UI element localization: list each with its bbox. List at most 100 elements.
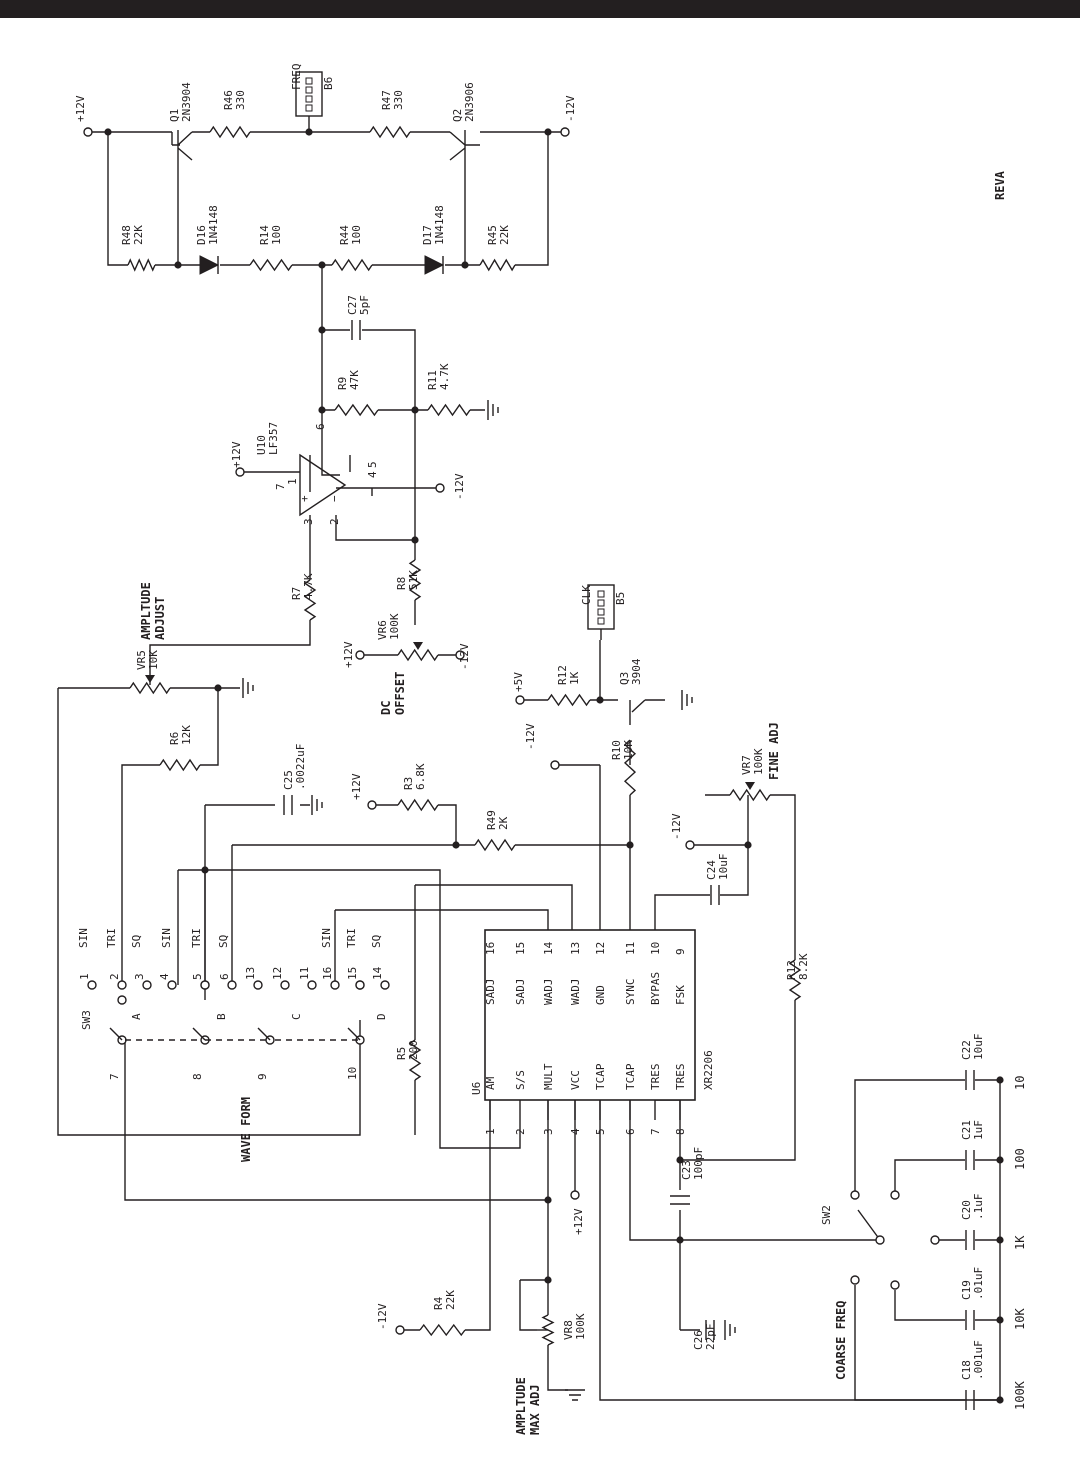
- amplitude-adjust-label: AMPLTUDE: [139, 582, 153, 640]
- switch-contact-9: [930, 1235, 940, 1245]
- junction-dot: [104, 128, 112, 136]
- u6-pin-number: 5: [594, 1128, 607, 1135]
- ref-vr7: VR7: [740, 755, 753, 775]
- val-c20: .1uF: [972, 1194, 985, 1221]
- ref-r47: R47: [380, 90, 393, 110]
- u6-pin-number: 12: [594, 942, 607, 955]
- u6-pin-number: 16: [484, 942, 497, 955]
- sw3-pos-11-contact: [307, 980, 317, 990]
- sw3-pos-16-contact: [330, 980, 340, 990]
- terminal-p12-vr6: [355, 650, 365, 660]
- b5-ref: B5: [614, 592, 627, 605]
- sw3-section-label: A: [130, 1013, 143, 1020]
- capacitor-c19: [965, 1310, 975, 1330]
- ref-c23: C23: [680, 1160, 693, 1180]
- ref-r6: R6: [168, 732, 181, 745]
- resistor-r4: [419, 1323, 466, 1337]
- opamp-pin-number: 2: [328, 518, 341, 525]
- u6-pin-number: 11: [624, 942, 637, 955]
- ref-c26: C26: [692, 1330, 705, 1350]
- ref-r48: R48: [120, 225, 133, 245]
- rail-label-p12: +12V: [572, 1208, 585, 1235]
- coarse-freq-label: COARSE FREQ: [834, 1301, 848, 1380]
- junction-dot: [461, 261, 469, 269]
- resistor-r13: [788, 959, 802, 1001]
- junction-dot: [452, 841, 460, 849]
- val-r3: 6.8K: [414, 763, 427, 790]
- sw3-arm-3: [347, 1027, 361, 1041]
- resistor-r49: [474, 838, 516, 852]
- terminal-m12-r4: [395, 1325, 405, 1335]
- rail-label-m12: -12V: [458, 643, 471, 670]
- sw3-pin-number: 1: [78, 973, 91, 980]
- resistor-r11: [427, 403, 471, 417]
- resistor-r10: [623, 739, 637, 796]
- sw3-wave-label: SQ: [217, 935, 230, 948]
- val-d16: 1N4148: [207, 205, 220, 245]
- b6-ref: B6: [322, 77, 335, 90]
- val-r5: 200: [407, 1040, 420, 1060]
- u6-pin-10-label: BYPAS: [649, 972, 662, 1005]
- u6-pin-1-label: AM: [484, 1076, 497, 1090]
- capacitor-c20: [965, 1230, 975, 1250]
- val-r11: 4.7K: [438, 363, 451, 390]
- junction-dot: [626, 841, 634, 849]
- sw3-pin-number: 16: [321, 967, 334, 980]
- ground-q3: [681, 690, 693, 710]
- sw3-pin-number: 11: [298, 967, 311, 980]
- val-c21: 1uF: [972, 1120, 985, 1140]
- junction-dot: [201, 866, 209, 874]
- resistor-r6: [159, 758, 201, 772]
- u6-pin-number: 8: [674, 1128, 687, 1135]
- range-label: 100K: [1013, 1380, 1027, 1410]
- switch-contact-7: [850, 1190, 860, 1200]
- val-r44: 100: [350, 225, 363, 245]
- ref-c25: C25: [282, 770, 295, 790]
- ref-r9: R9: [336, 377, 349, 390]
- sw3-pos-12-contact: [280, 980, 290, 990]
- junction-dot: [544, 128, 552, 136]
- b6-label: FREQ: [290, 64, 303, 91]
- dc-offset-label: DC: [379, 701, 393, 715]
- capacitor-c23: [670, 1195, 690, 1205]
- u6-pin-2-label: S/S: [514, 1070, 527, 1090]
- rail-label-p12: +12V: [342, 641, 355, 668]
- sw3-arm-1: [192, 1027, 206, 1041]
- xr2206-chip-body: [484, 929, 696, 1101]
- capacitor-c18: [965, 1390, 975, 1410]
- potentiometer-vr6: [397, 648, 439, 662]
- switch-contact-8: [890, 1190, 900, 1200]
- val-r4: 22K: [444, 1290, 457, 1310]
- u6-pin-11-label: SYNC: [624, 979, 637, 1006]
- val-c22: 10uF: [972, 1034, 985, 1061]
- capacitor-c24: [710, 885, 720, 905]
- switch-contact-12: [875, 1235, 885, 1245]
- ref-d16: D16: [195, 225, 208, 245]
- junction-dot: [411, 406, 419, 414]
- u6-pin-3-label: MULT: [542, 1063, 555, 1090]
- val-r46: 330: [234, 90, 247, 110]
- terminal-p12-top: [83, 127, 93, 137]
- ref-r11: R11: [426, 370, 439, 390]
- u6-pin-number: 7: [649, 1128, 662, 1135]
- ref-r8: R8: [395, 577, 408, 590]
- range-label: 100: [1013, 1148, 1027, 1170]
- junction-dot: [305, 128, 313, 136]
- u6-pin-12-label: GND: [594, 985, 607, 1005]
- resistor-r12: [547, 693, 591, 707]
- opamp-pin-number: 4: [366, 471, 379, 478]
- ref-c19: C19: [960, 1280, 973, 1300]
- vr6-wiper: [413, 642, 423, 650]
- sw3-pos-3-contact: [142, 980, 152, 990]
- range-label: 1K: [1013, 1235, 1027, 1250]
- junction-dot: [174, 261, 182, 269]
- val-c26: 22pF: [704, 1324, 717, 1351]
- sw3-wave-label: SQ: [130, 935, 143, 948]
- sw3-pos-6-contact: [227, 980, 237, 990]
- opamp-pin-number: 6: [314, 423, 327, 430]
- sw3-common-pin: 7: [108, 1073, 121, 1080]
- junction-dot: [318, 261, 326, 269]
- ref-r3: R3: [402, 777, 415, 790]
- ref-r4: R4: [432, 1296, 445, 1310]
